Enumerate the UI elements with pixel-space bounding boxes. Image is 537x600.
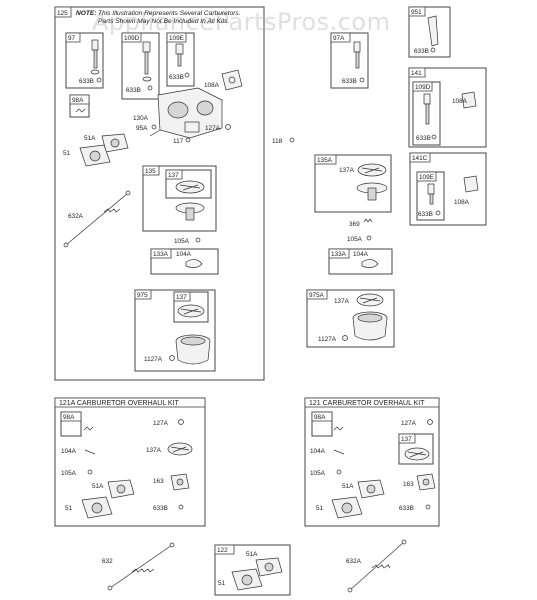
box-98a-label: 98A — [72, 97, 84, 104]
label-104a-right: 104A — [353, 251, 369, 258]
label-137a-b: 137A — [334, 298, 350, 305]
box-141-label: 141 — [411, 70, 422, 77]
kit-121-98a: 98A — [314, 414, 326, 421]
label-633b-1: 633B — [79, 78, 94, 85]
label-1127a-main: 1127A — [144, 356, 163, 363]
link-632a-bottom — [347, 539, 407, 593]
box-133a-right-label: 133A — [331, 251, 347, 258]
kit-121-104a: 104A — [310, 448, 326, 455]
label-632a-bottom: 632A — [346, 558, 362, 565]
kit-121-163: 163 — [403, 481, 414, 488]
box-137b-label: 137 — [176, 294, 187, 301]
link-632 — [107, 542, 175, 591]
label-51: 51 — [63, 150, 71, 157]
label-105a-right: 105A — [347, 236, 363, 243]
box-109e-label: 109E — [169, 35, 184, 42]
right-parts-group: 97A 633B 951 633B 141 109D 108A 633B 141… — [306, 6, 487, 348]
float-bowl-135 — [175, 202, 205, 221]
kit-121a-127a: 127A — [153, 420, 169, 427]
label-105a-main: 105A — [174, 238, 190, 245]
label-108a-a: 108A — [452, 98, 468, 105]
label-117: 117 — [173, 138, 184, 145]
label-633b-a: 633B — [342, 78, 357, 85]
kit-121-633b: 633B — [399, 505, 414, 512]
kit-121a-137a: 137A — [146, 447, 162, 454]
box-135a-label: 135A — [317, 157, 333, 164]
carburetor-body — [149, 87, 223, 139]
kit-121-105a: 105A — [310, 470, 326, 477]
box-109d-label: 109D — [124, 35, 140, 42]
label-633b-d: 633B — [418, 211, 433, 218]
kit-121a-51a: 51A — [92, 483, 104, 490]
label-137a: 137A — [339, 167, 355, 174]
label-108a: 108A — [204, 82, 220, 89]
box-141c-label: 141C — [412, 155, 428, 162]
kit-122-box: 122 51A 51 — [214, 544, 291, 596]
kit-121a-633b: 633B — [153, 505, 168, 512]
kit-121a-105a: 105A — [61, 470, 77, 477]
label-104a-main: 104A — [176, 251, 192, 258]
solenoid-part-97 — [90, 39, 100, 75]
label-633b-3: 633B — [169, 74, 184, 81]
box-97a-label: 97A — [333, 35, 345, 42]
box-125-label: 125 — [57, 10, 68, 17]
label-633b-b: 633B — [414, 48, 429, 55]
gasket-51a — [101, 133, 129, 153]
kit-121-137: 137 — [401, 436, 412, 443]
label-108a-b: 108A — [454, 199, 470, 206]
box-135-label: 135 — [145, 168, 156, 175]
kit-121a-box: 121A CARBURETOR OVERHAUL KIT 98A 104A 10… — [54, 397, 206, 527]
label-632: 632 — [102, 558, 113, 565]
label-633b-2: 633B — [126, 87, 141, 94]
box-122-label: 122 — [217, 547, 228, 554]
label-130a: 130A — [133, 115, 149, 122]
box-109d-right-label: 109D — [415, 84, 431, 91]
label-95a: 95A — [136, 125, 148, 132]
box-97-label: 97 — [68, 35, 76, 42]
box-975a-label: 975A — [309, 292, 325, 299]
box-951-label: 951 — [411, 9, 422, 16]
box-975-label: 975 — [137, 292, 148, 299]
note-line-1: This Illustration Represents Several Car… — [98, 10, 241, 17]
kit-121-title: 121 CARBURETOR OVERHAUL KIT — [309, 400, 425, 407]
label-118: 118 — [272, 138, 283, 145]
label-633b-c: 633B — [416, 135, 431, 142]
kit-121a-title: 121A CARBURETOR OVERHAUL KIT — [59, 400, 180, 407]
kit-121-box: 121 CARBURETOR OVERHAUL KIT 98A 104A 105… — [304, 397, 440, 527]
watermark: AppliancePartsPros.com — [92, 8, 390, 36]
link-632a — [63, 190, 131, 248]
gasket-51 — [79, 144, 111, 167]
kit-121a-98a: 98A — [63, 414, 75, 421]
kit-121a-163: 163 — [153, 478, 164, 485]
label-632a: 632A — [68, 213, 84, 220]
bowl-975 — [175, 334, 211, 365]
label-1127a-right: 1127A — [318, 336, 337, 343]
bottom-51a: 51A — [246, 551, 258, 558]
solenoid-part-109d — [142, 41, 152, 82]
kit-121a-104a: 104A — [61, 448, 77, 455]
label-51a: 51A — [84, 135, 96, 142]
note-line-2: Parts Shown May Not Be Included In All K… — [98, 18, 229, 25]
solenoid-part-109e — [175, 43, 184, 67]
kit-121a-51: 51 — [65, 505, 73, 512]
box-137-label: 137 — [168, 172, 179, 179]
note-prefix: NOTE: — [76, 10, 97, 17]
kit-121-51a: 51A — [342, 483, 354, 490]
box-133a-label: 133A — [153, 251, 169, 258]
box-109e-right-label: 109E — [419, 174, 434, 181]
kit-121-51: 51 — [316, 505, 324, 512]
label-127a: 127A — [205, 125, 221, 132]
kit-121-127a: 127A — [401, 420, 417, 427]
label-369: 369 — [349, 221, 360, 228]
main-assembly-box: 125 NOTE: This Illustration Represents S… — [54, 6, 265, 381]
bottom-51: 51 — [218, 580, 226, 587]
gasket-108a — [221, 69, 243, 91]
